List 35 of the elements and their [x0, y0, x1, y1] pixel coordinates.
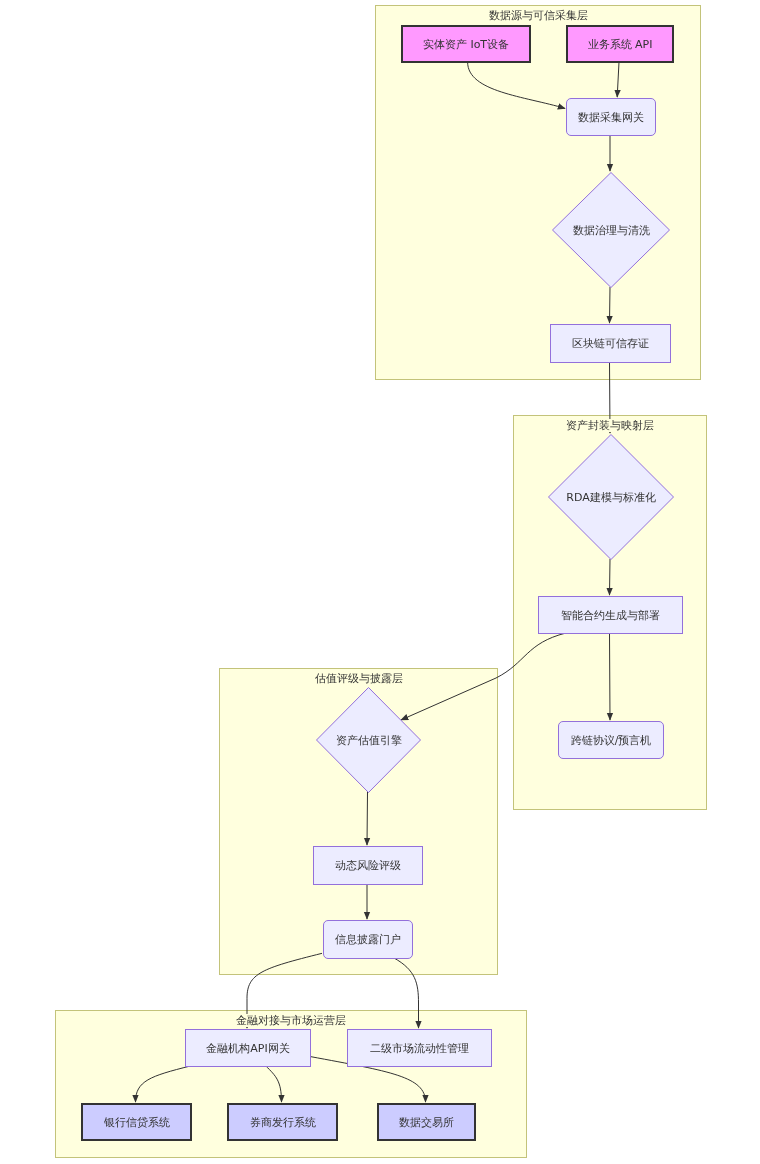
system-box: 数据交易所 [377, 1103, 476, 1141]
decision-diamond: RDA建模与标准化 [548, 434, 674, 560]
arrow [606, 632, 614, 721]
system-box: 银行信贷系统 [81, 1103, 192, 1141]
layer-title: 资产封装与映射层 [564, 419, 656, 432]
process-box: 二级市场流动性管理 [347, 1029, 492, 1067]
arrow [606, 558, 613, 596]
layer-panel [513, 415, 707, 810]
decision-diamond: 数据治理与清洗 [552, 172, 670, 288]
process-box: 金融机构API网关 [185, 1029, 311, 1067]
process-box: 智能合约生成与部署 [538, 596, 683, 634]
arrow [243, 952, 323, 1029]
layer-panel [219, 668, 498, 975]
process-box: 跨链协议/预言机 [558, 721, 664, 759]
process-box: 数据采集网关 [566, 98, 656, 136]
arrow [363, 791, 371, 846]
arrow [309, 1056, 428, 1103]
arrow [265, 1065, 285, 1103]
arrow [467, 61, 566, 110]
arrow [614, 61, 621, 98]
process-box: 信息披露门户 [323, 920, 413, 959]
arrow [363, 883, 371, 920]
layer-panel [375, 5, 701, 380]
arrow [606, 286, 613, 324]
arrow [606, 134, 614, 172]
layer-panel [55, 1010, 527, 1158]
decision-diamond: 资产估值引擎 [316, 687, 421, 793]
system-box: 券商发行系统 [227, 1103, 338, 1141]
layer-title: 数据源与可信采集层 [486, 9, 590, 22]
layer-title: 估值评级与披露层 [312, 672, 405, 685]
source-box: 实体资产 IoT设备 [401, 25, 531, 63]
process-box: 动态风险评级 [313, 846, 423, 885]
process-box: 区块链可信存证 [550, 324, 671, 363]
layer-title: 金融对接与市场运营层 [234, 1014, 348, 1027]
source-box: 业务系统 API [566, 25, 674, 63]
